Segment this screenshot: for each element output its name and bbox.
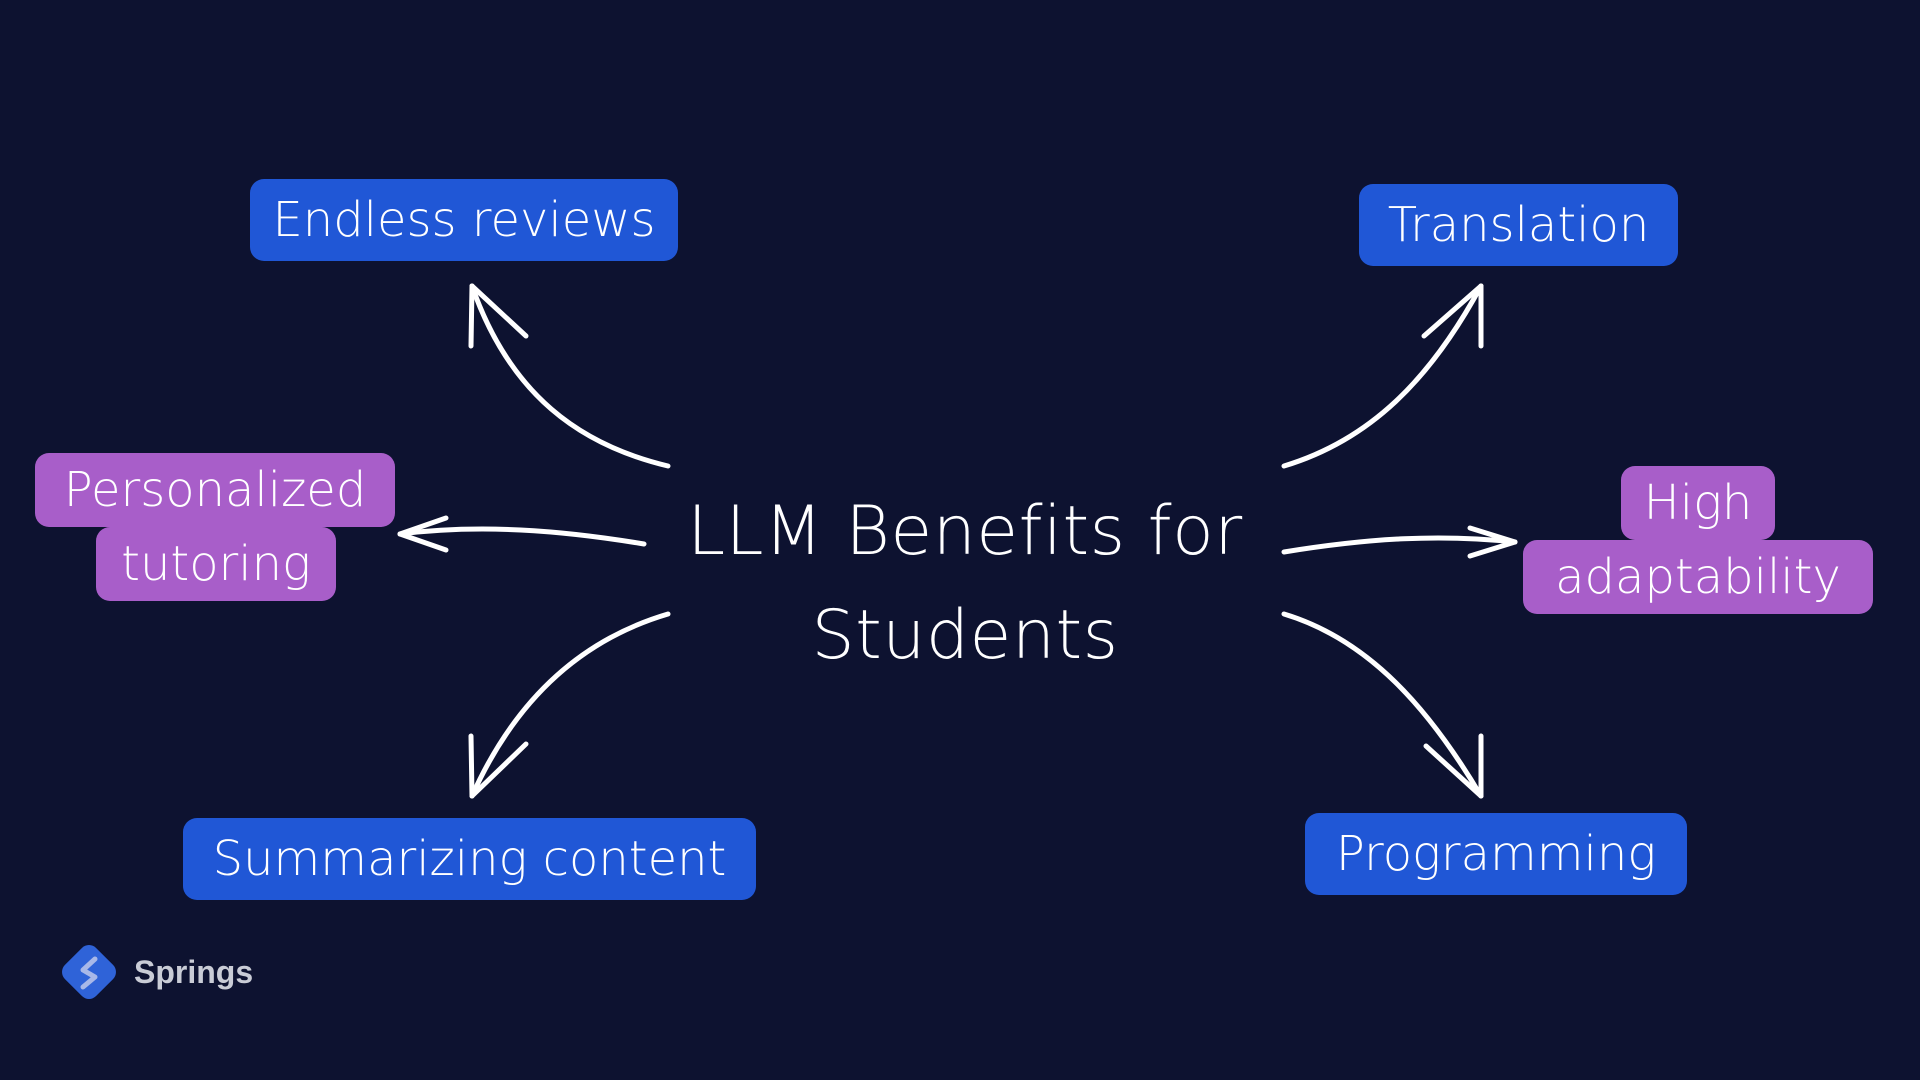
node-high-line-2: adaptability	[1523, 540, 1873, 614]
node-high-line-1: High	[1621, 466, 1775, 540]
node-personalized-tutoring: Personalized tutoring	[35, 453, 395, 611]
title-line-2: Students	[811, 596, 1119, 675]
node-personalized-line-2: tutoring	[96, 527, 336, 601]
node-translation: Translation	[1359, 184, 1678, 266]
arrow-translation	[1281, 283, 1484, 469]
arrow-programming	[1281, 611, 1484, 799]
diagram-title: LLM Benefits for Students	[640, 480, 1290, 688]
arrow-endless-reviews	[468, 283, 671, 469]
springs-logo-icon	[56, 939, 122, 1005]
arrow-summarizing-content	[468, 611, 671, 799]
brand-name: Springs	[134, 953, 254, 990]
arrow-high-adaptability	[1281, 525, 1518, 559]
arrow-personalized-tutoring	[397, 515, 647, 553]
node-programming: Programming	[1305, 813, 1687, 895]
node-personalized-line-1: Personalized	[35, 453, 395, 527]
title-line-1: LLM Benefits for	[687, 492, 1243, 571]
brand: Springs	[56, 938, 253, 1006]
node-summarizing-content: Summarizing content	[183, 818, 756, 900]
node-high-adaptability: High adaptability	[1523, 466, 1873, 624]
node-endless-reviews: Endless reviews	[250, 179, 678, 261]
